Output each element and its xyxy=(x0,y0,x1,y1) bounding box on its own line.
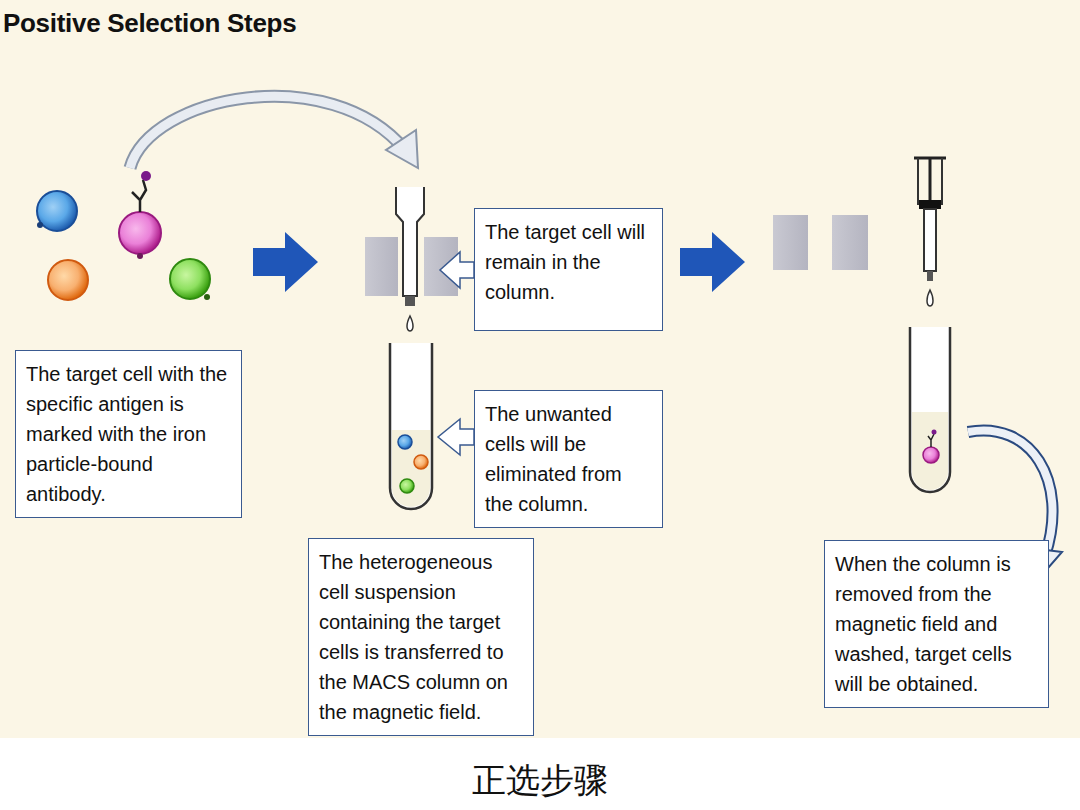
text-box: When the column is removed from the magn… xyxy=(824,540,1049,708)
text-box: The heterogeneous cell suspension contai… xyxy=(308,538,534,736)
diagram-caption: 正选步骤 xyxy=(0,758,1080,804)
box-text: When the column is removed from the magn… xyxy=(835,549,1038,699)
box-text: The target cell will remain in the colum… xyxy=(485,217,652,307)
text-box: The unwanted cells will be eliminated fr… xyxy=(474,390,663,528)
text-box: The target cell with the specific antige… xyxy=(15,350,242,518)
diagram-title: Positive Selection Steps xyxy=(3,8,296,39)
box-text: The unwanted cells will be eliminated fr… xyxy=(485,399,652,519)
text-box: The target cell will remain in the colum… xyxy=(474,208,663,331)
box-text: The heterogeneous cell suspension contai… xyxy=(319,547,523,727)
box-text: The target cell with the specific antige… xyxy=(26,359,231,509)
